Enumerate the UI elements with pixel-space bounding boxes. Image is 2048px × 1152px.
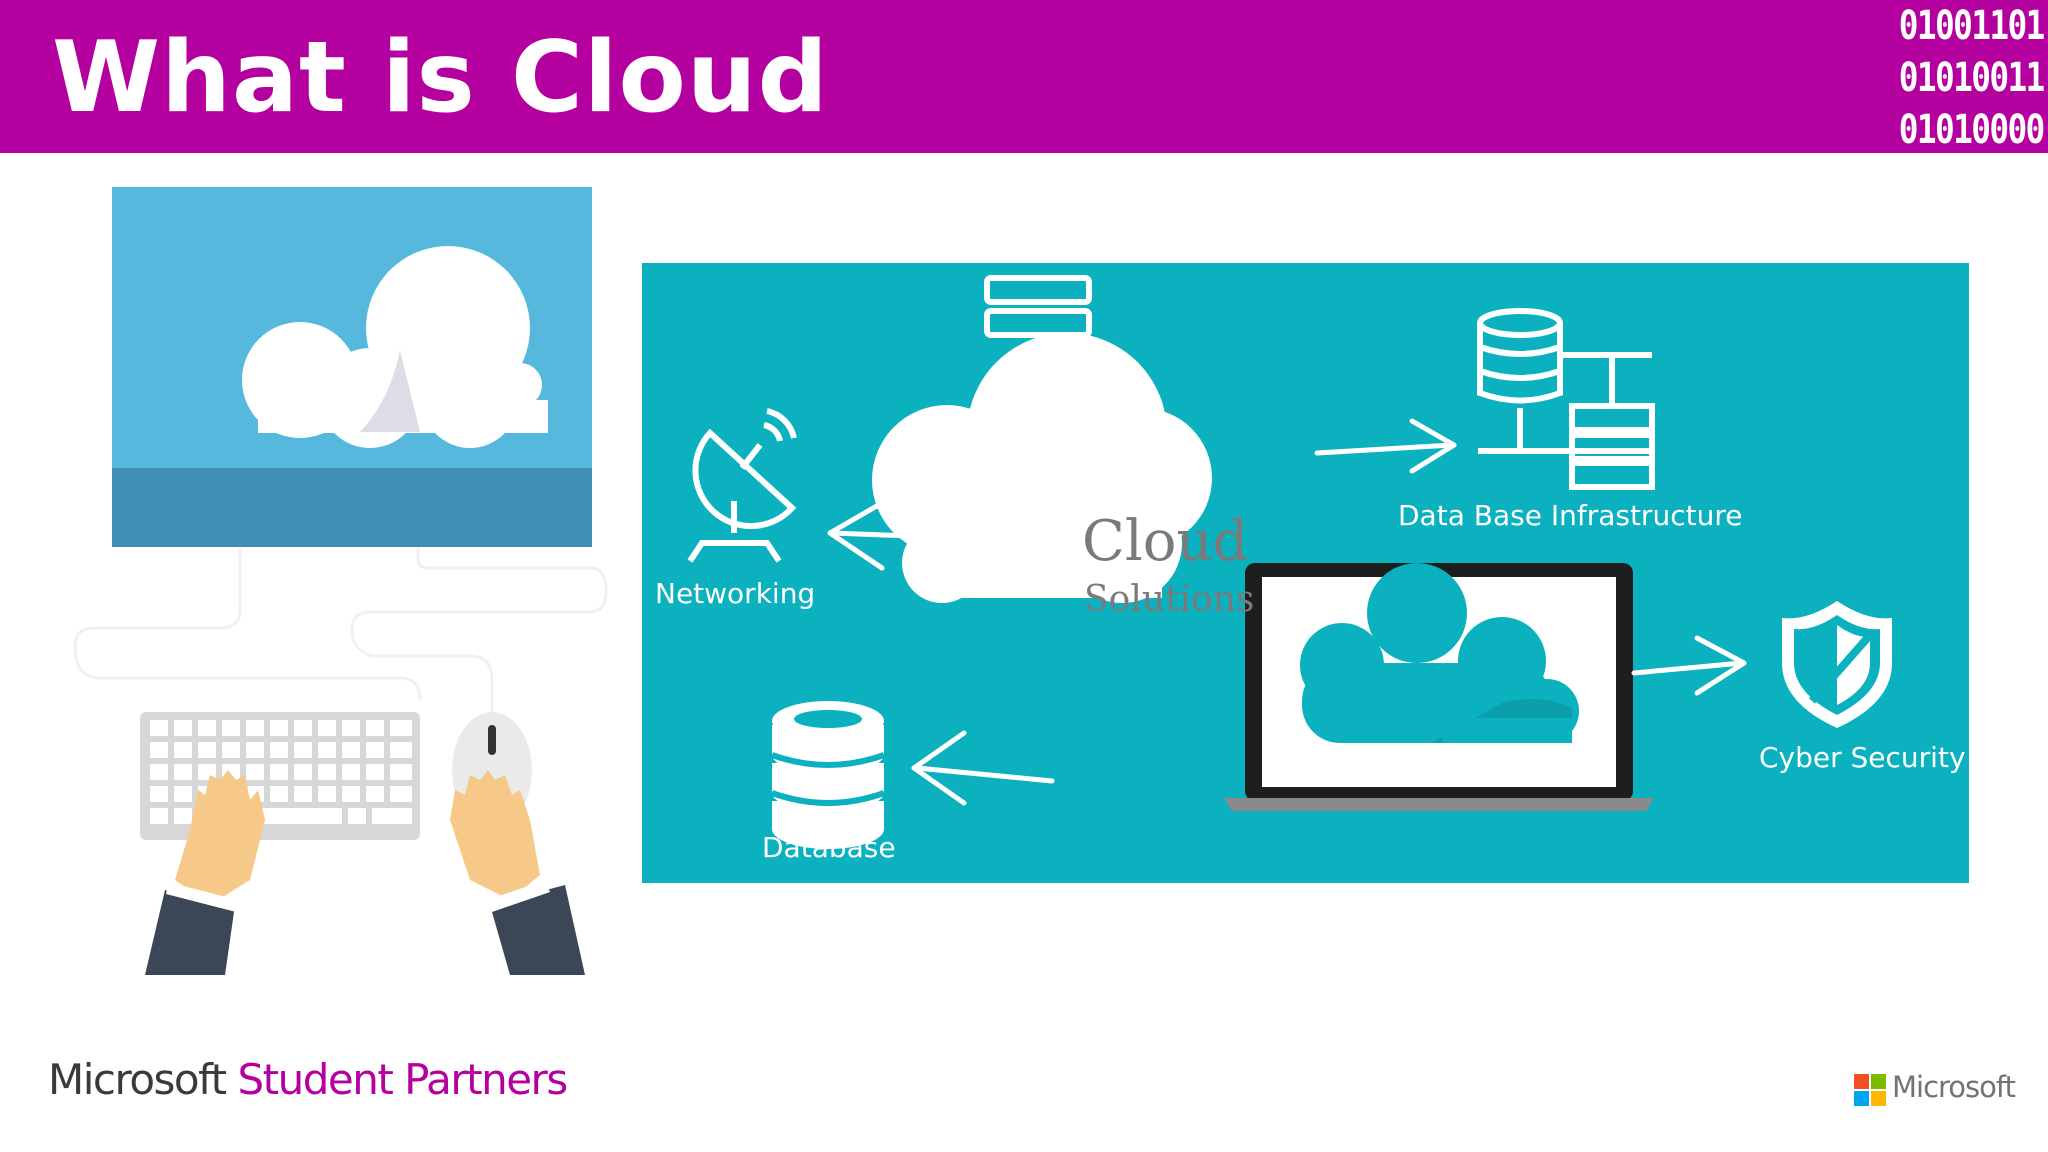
arrow-to-cyber-security (1631, 635, 1747, 696)
servers-label: Servers (980, 379, 1087, 412)
cyber-security-label: Cyber Security (1759, 741, 1966, 774)
database-label: Database (762, 831, 896, 864)
footer-brand: Microsoft Student Partners (48, 1055, 569, 1104)
laptop-icon (1224, 563, 1654, 811)
arrow-to-database-infrastructure (1314, 418, 1457, 474)
footer-brand-program: Student Partners (237, 1055, 569, 1104)
satellite-dish-icon (687, 408, 797, 563)
cloud-title: Cloud (1082, 509, 1249, 574)
cloud-solutions-diagram: Servers Data Base Infrastructure Network… (642, 263, 1969, 883)
arrow-to-database (911, 730, 1055, 806)
binary-code-decoration: 01001101 01010011 01010000 (1867, 0, 2045, 156)
binary-line: 01010000 (1899, 107, 2045, 153)
left-hand (145, 770, 265, 975)
diagram-graphics (687, 275, 1892, 849)
monitor-horizon (112, 468, 592, 547)
cloud-subtitle: Solutions (1084, 579, 1255, 620)
binary-line: 01010011 (1899, 55, 2045, 101)
microsoft-logo-icon (1854, 1074, 1886, 1106)
slide-title: What is Cloud (52, 21, 829, 135)
footer-brand-microsoft: Microsoft (48, 1055, 227, 1104)
computer-illustration (73, 187, 608, 975)
keyboard-keys (150, 720, 412, 824)
arrow-to-networking (827, 500, 967, 571)
title-bar: What is Cloud 01001101 01010011 01010000 (0, 0, 2048, 153)
arrow-to-servers (1099, 370, 1155, 436)
servers-icon (984, 275, 1092, 366)
shield-icon (1782, 601, 1892, 728)
cable (350, 548, 608, 712)
microsoft-logo-text: Microsoft (1892, 1070, 2016, 1104)
central-cloud (872, 333, 1212, 603)
database-infrastructure-label: Data Base Infrastructure (1398, 499, 1743, 532)
networking-label: Networking (655, 577, 816, 610)
right-hand (450, 770, 585, 975)
cable (73, 548, 422, 701)
binary-line: 01001101 (1899, 3, 2045, 49)
database-infrastructure-icon (1477, 308, 1655, 490)
